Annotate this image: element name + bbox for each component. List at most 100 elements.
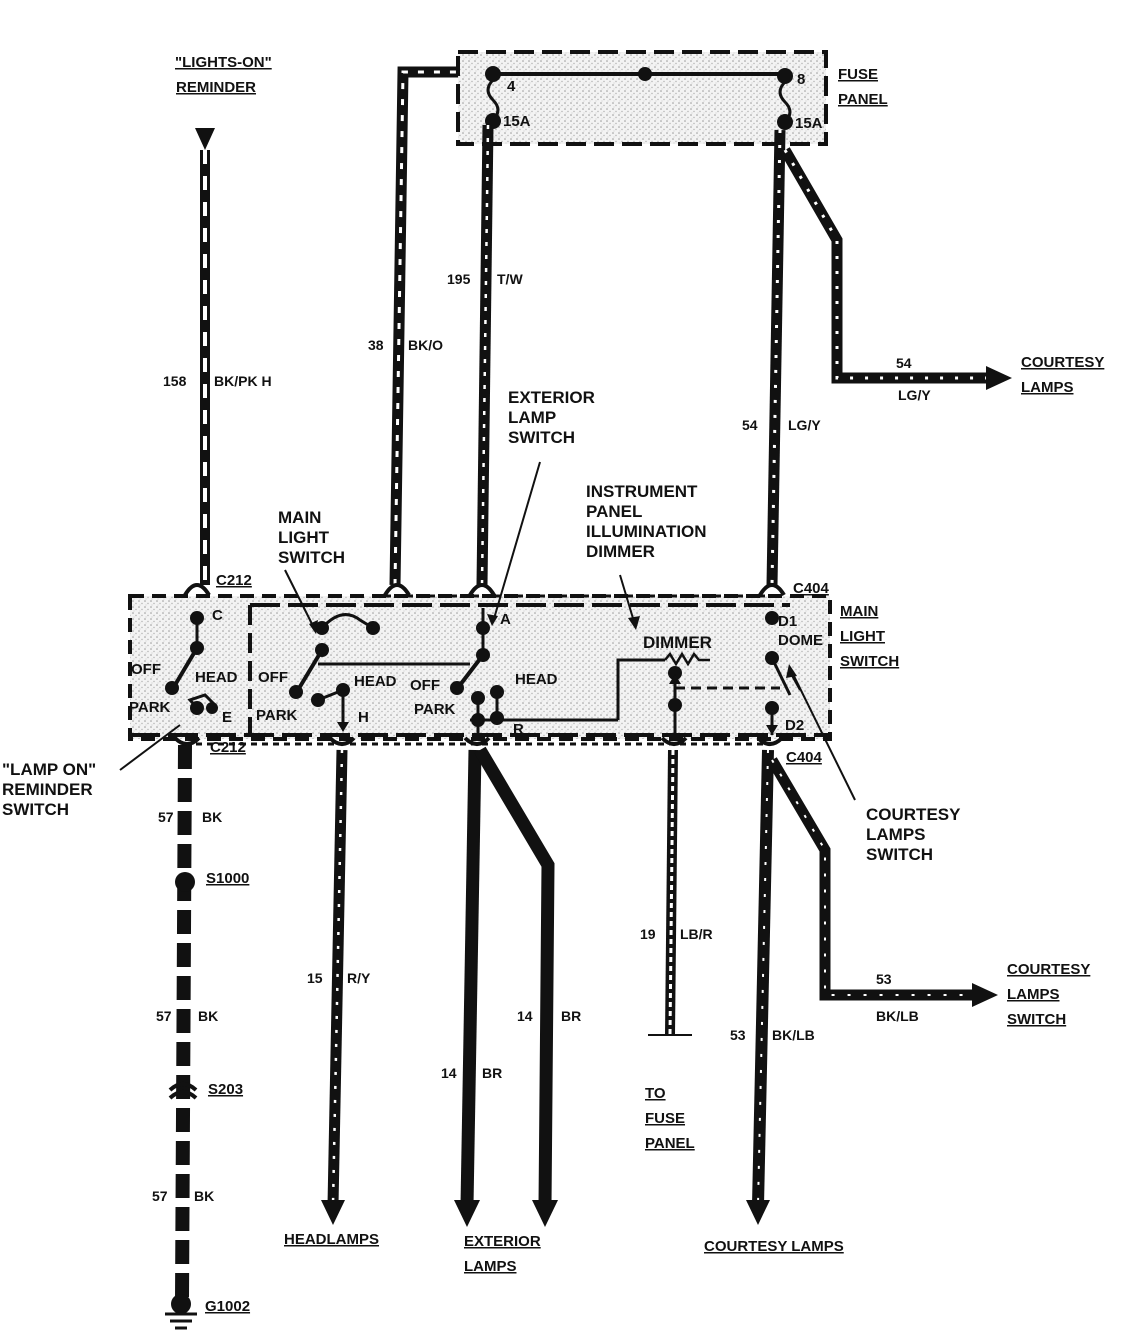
fuse-8-label: 8 — [797, 71, 805, 88]
fuse-4-rating: 15A — [503, 113, 531, 130]
pos-head-3: HEAD — [515, 671, 558, 688]
w19-color: LB/R — [680, 926, 713, 942]
courtesy-lamps-switch-2: LAMPS — [866, 825, 926, 844]
c404-top-label: C404 — [793, 580, 830, 597]
pos-head-2: HEAD — [354, 673, 397, 690]
ip-dimmer-2: PANEL — [586, 502, 642, 521]
w14b-num: 14 — [517, 1008, 533, 1024]
w158-color: BK/PK H — [214, 373, 272, 389]
s203-label: S203 — [208, 1081, 243, 1098]
w14b-color: BR — [561, 1008, 581, 1024]
w53a-color: BK/LB — [876, 1008, 919, 1024]
wire-19 — [648, 749, 692, 1036]
fuse-8-rating: 15A — [795, 115, 823, 132]
w57a-num: 57 — [158, 809, 174, 825]
term-c: C — [212, 607, 223, 624]
w15-num: 15 — [307, 970, 323, 986]
pos-park-2: PARK — [256, 707, 298, 724]
lights-on-label-1: "LIGHTS-ON" — [175, 54, 272, 71]
w14a-num: 14 — [441, 1065, 457, 1081]
term-dimmer: DIMMER — [643, 633, 712, 652]
wire-15 — [321, 749, 348, 1225]
exterior-lamp-switch-3: SWITCH — [508, 428, 575, 447]
w19-num: 19 — [640, 926, 656, 942]
courtesy-switch-out-1: COURTESY — [1007, 961, 1090, 978]
w57b-color: BK — [198, 1008, 218, 1024]
exterior-lamp-switch-2: LAMP — [508, 408, 556, 427]
pos-off-2: OFF — [258, 669, 288, 686]
exterior-lamps-label-2: LAMPS — [464, 1258, 517, 1275]
switch-contacts — [165, 608, 792, 735]
w53b-color: BK/LB — [772, 1027, 815, 1043]
w53b-num: 53 — [730, 1027, 746, 1043]
pos-head-1: HEAD — [195, 669, 238, 686]
main-light-callout-2: LIGHT — [278, 528, 330, 547]
term-dome: DOME — [778, 632, 823, 649]
lights-on-label-2: REMINDER — [176, 79, 256, 96]
w15-color: R/Y — [347, 970, 371, 986]
w57c-num: 57 — [152, 1188, 168, 1204]
courtesy-lamps-switch-1: COURTESY — [866, 805, 961, 824]
term-h: H — [358, 709, 369, 726]
w57b-num: 57 — [156, 1008, 172, 1024]
w57a-color: BK — [202, 809, 222, 825]
exterior-lamps-label-1: EXTERIOR — [464, 1233, 541, 1250]
c404-bottom-label: C404 — [786, 749, 823, 766]
lamp-on-reminder-1: "LAMP ON" — [2, 760, 96, 779]
wire-57 — [168, 744, 198, 1301]
wire-14-a — [454, 749, 482, 1227]
w53a-num: 53 — [876, 971, 892, 987]
fuse-panel: 4 8 15A 15A FUSE PANEL — [456, 50, 888, 146]
main-light-box-2: LIGHT — [840, 628, 885, 645]
w195-num: 195 — [447, 271, 471, 287]
main-light-box-1: MAIN — [840, 603, 878, 620]
w195-color: T/W — [497, 271, 523, 287]
w57c-color: BK — [194, 1188, 214, 1204]
term-e: E — [222, 709, 232, 726]
fuse-panel-label-2: PANEL — [838, 91, 888, 108]
wire-53-vertical — [746, 749, 774, 1225]
w54a-color: LG/Y — [898, 387, 931, 403]
g1002-label: G1002 — [205, 1298, 250, 1315]
courtesy-switch-out-3: SWITCH — [1007, 1011, 1066, 1028]
connector-caps — [173, 583, 786, 746]
lamp-on-reminder-3: SWITCH — [2, 800, 69, 819]
term-d2: D2 — [785, 717, 804, 734]
ip-dimmer-1: INSTRUMENT — [586, 482, 698, 501]
wire-14-b — [474, 746, 558, 1227]
w54b-color: LG/Y — [788, 417, 821, 433]
courtesy-lamps-top-1: COURTESY — [1021, 354, 1104, 371]
c212-top-label: C212 — [216, 572, 252, 589]
wire-54-courtesy — [780, 147, 1012, 390]
courtesy-switch-out-2: LAMPS — [1007, 986, 1060, 1003]
term-d1: D1 — [778, 613, 797, 630]
main-light-callout-1: MAIN — [278, 508, 321, 527]
callout-arrows — [119, 461, 856, 801]
courtesy-lamps-bottom: COURTESY LAMPS — [704, 1238, 844, 1255]
wire-53-courtesy-switch — [767, 757, 998, 1007]
headlamps-label: HEADLAMPS — [284, 1231, 379, 1248]
w14a-color: BR — [482, 1065, 502, 1081]
wire-54-vertical — [766, 129, 786, 586]
ip-dimmer-4: DIMMER — [586, 542, 655, 561]
pos-off-3: OFF — [410, 677, 440, 694]
lamp-on-reminder-2: REMINDER — [2, 780, 93, 799]
labels: "LIGHTS-ON" REMINDER EXTERIOR LAMP SWITC… — [2, 54, 1104, 1315]
w38-color: BK/O — [408, 337, 443, 353]
to-fuse-panel-1: TO — [645, 1085, 666, 1102]
pos-park-3: PARK — [414, 701, 456, 718]
main-light-box-3: SWITCH — [840, 653, 899, 670]
term-a: A — [500, 611, 511, 628]
to-fuse-panel-3: PANEL — [645, 1135, 695, 1152]
w54a-num: 54 — [896, 355, 912, 371]
main-light-callout-3: SWITCH — [278, 548, 345, 567]
w54b-num: 54 — [742, 417, 758, 433]
courtesy-lamps-top-2: LAMPS — [1021, 379, 1074, 396]
fuse-panel-label-1: FUSE — [838, 66, 878, 83]
pos-off-1: OFF — [131, 661, 161, 678]
fuse-4-label: 4 — [507, 78, 516, 95]
term-r: R — [513, 721, 524, 738]
w38-num: 38 — [368, 337, 384, 353]
to-fuse-panel-2: FUSE — [645, 1110, 685, 1127]
